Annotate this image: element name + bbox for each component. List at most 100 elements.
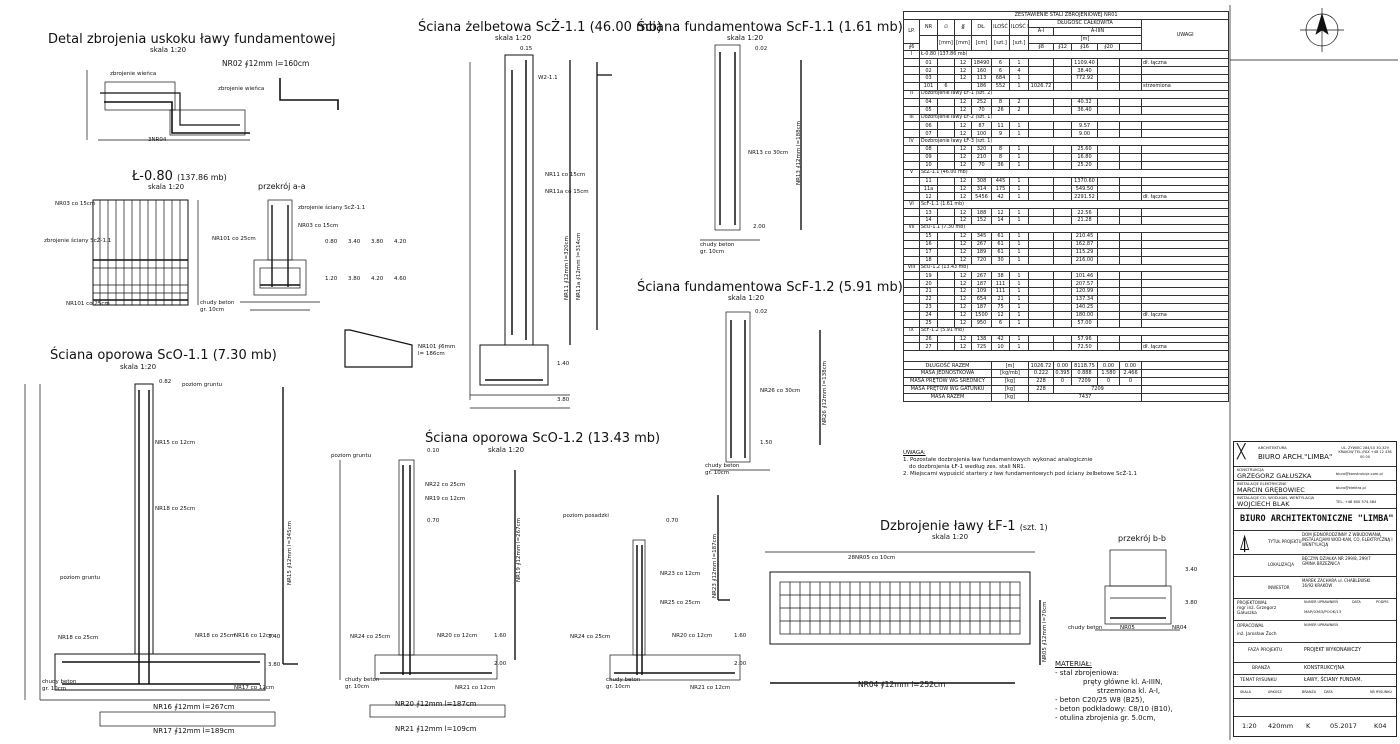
cell-il: 14 — [991, 216, 1010, 226]
cell-el: 1 — [1009, 239, 1029, 249]
cell-nr: 25 — [919, 318, 938, 328]
th-dl: DŁ. — [971, 18, 992, 36]
cell-lp — [903, 121, 920, 131]
cell-u — [1140, 302, 1230, 312]
label-nr11a-vert: NR11a ∮12mm l=314cm — [576, 232, 582, 300]
cell-dl: 1500 — [971, 310, 992, 320]
summary-blank — [1140, 384, 1230, 394]
cell-lp — [903, 145, 920, 155]
cell-c8 — [1053, 153, 1072, 162]
cell-il: 36 — [991, 160, 1010, 170]
cell-c12: 210.45 — [1071, 231, 1098, 241]
cell-el: 1 — [1009, 58, 1029, 68]
cell-c16 — [1097, 121, 1120, 131]
cell-u — [1140, 255, 1230, 265]
tb-opr-lbl: OPRACOWAŁ — [1237, 623, 1264, 628]
tb-inst-co-role: INSTALACJE CO, WOD-KAN, WENTYLACJA — [1237, 495, 1315, 500]
th-m: [m] — [1028, 34, 1142, 44]
level-4-60: 4.60 — [394, 276, 407, 282]
cell-fi2: 12 — [954, 121, 972, 131]
cell-fi2: 12 — [954, 74, 972, 84]
cell-c6 — [1028, 66, 1054, 76]
cell-il: 175 — [991, 184, 1010, 194]
cell-fi — [937, 310, 955, 320]
cell-c12: 115.29 — [1071, 247, 1098, 257]
cell-lp — [903, 160, 920, 170]
cell-u — [1140, 121, 1230, 131]
cell-u — [1140, 184, 1230, 194]
cell-fi2: 12 — [954, 231, 972, 241]
cell-dl: 267 — [971, 271, 992, 281]
summary-c12: 0.888 — [1071, 369, 1098, 379]
cell-c8 — [1053, 342, 1072, 352]
cell-el: 1 — [1009, 231, 1029, 241]
th-ai: A-I — [1028, 26, 1054, 36]
cell-c6 — [1028, 247, 1054, 257]
cell-dl: 113 — [971, 74, 992, 84]
tb-upr2-lbl: NUMER UPRAWNIEŃ — [1304, 623, 1338, 627]
cell-nr: 101 — [919, 82, 938, 91]
sco-third-drawing — [609, 495, 741, 681]
cell-c16 — [1097, 310, 1120, 320]
label-nr26-vert: NR26 ∮12mm l=138cm — [822, 360, 828, 425]
level-0-02a: 0.02 — [755, 46, 768, 52]
label-nr24b: NR24 co 25cm — [570, 634, 611, 640]
cell-dl: 187 — [971, 302, 992, 312]
cell-c8 — [1053, 74, 1072, 84]
cell-il: 8 — [991, 145, 1010, 155]
cell-c16 — [1097, 105, 1120, 115]
cell-c12: 16.80 — [1071, 153, 1098, 162]
cell-il: 111 — [991, 287, 1010, 297]
cell-c6 — [1028, 239, 1054, 249]
level-2-00c: 2.00 — [734, 661, 747, 667]
label-chudy-aa: chudy beton — [200, 300, 235, 306]
level-2-00: 2.00 — [753, 224, 766, 230]
label-nr24a: NR24 co 25cm — [350, 634, 391, 640]
cell-c8 — [1053, 145, 1072, 155]
l080-sub: (137.86 mb) — [177, 173, 227, 182]
cell-nr: 03 — [919, 74, 938, 84]
cell-fi — [937, 121, 955, 131]
cell-fi — [937, 318, 955, 328]
cell-el: 1 — [1009, 208, 1029, 218]
cell-u: dł. łączna — [1140, 342, 1230, 352]
cell-c16 — [1097, 176, 1120, 186]
cell-lp — [903, 287, 920, 297]
cell-c16 — [1097, 231, 1120, 241]
summary-blank — [1140, 377, 1230, 386]
tb-biuro: BIURO ARCHITEKTONICZNE "LIMBA" — [1240, 514, 1394, 524]
cell-c6 — [1028, 279, 1054, 289]
label-nr03b: NR03 co 15cm — [298, 223, 339, 229]
cell-il: 6 — [991, 66, 1010, 76]
cell-il: 26 — [991, 105, 1010, 115]
title-detal: Detal zbrojenia uskoku ławy fundamentowe… — [48, 32, 336, 47]
label-nr18a: NR18 co 25cm — [155, 506, 196, 512]
summary-c16: 1.580 — [1097, 369, 1120, 379]
cell-nr: 06 — [919, 121, 938, 131]
cell-c20 — [1119, 82, 1142, 91]
th-nr-blank — [919, 34, 938, 52]
summary-c6: 0.222 — [1028, 369, 1054, 379]
summary-label: MASA RAZEM — [903, 392, 992, 402]
cell-c16 — [1097, 302, 1120, 312]
cell-group-name: Dozbrojenie ławy ŁF-2 (szt. 1) — [918, 113, 1230, 123]
scale-lf1: skala 1:20 — [932, 533, 969, 541]
cell-c16 — [1097, 208, 1120, 218]
cell-c6 — [1028, 74, 1054, 84]
cell-nr: 20 — [919, 279, 938, 289]
cell-c20 — [1119, 271, 1142, 281]
th-c16: ∮16 — [1071, 42, 1098, 52]
notes-head: UWAGA: — [903, 450, 926, 456]
label-nr04: NR04 — [1172, 625, 1187, 631]
cell-c8 — [1053, 231, 1072, 241]
tb-konstr-role: KONSTRUKCJA — [1237, 467, 1264, 472]
label-nr101-bar: NR101 ∮6mm — [418, 344, 456, 350]
cell-fi2: 12 — [954, 153, 972, 162]
summary-unit: [kg] — [991, 377, 1029, 386]
cell-il: 684 — [991, 74, 1010, 84]
